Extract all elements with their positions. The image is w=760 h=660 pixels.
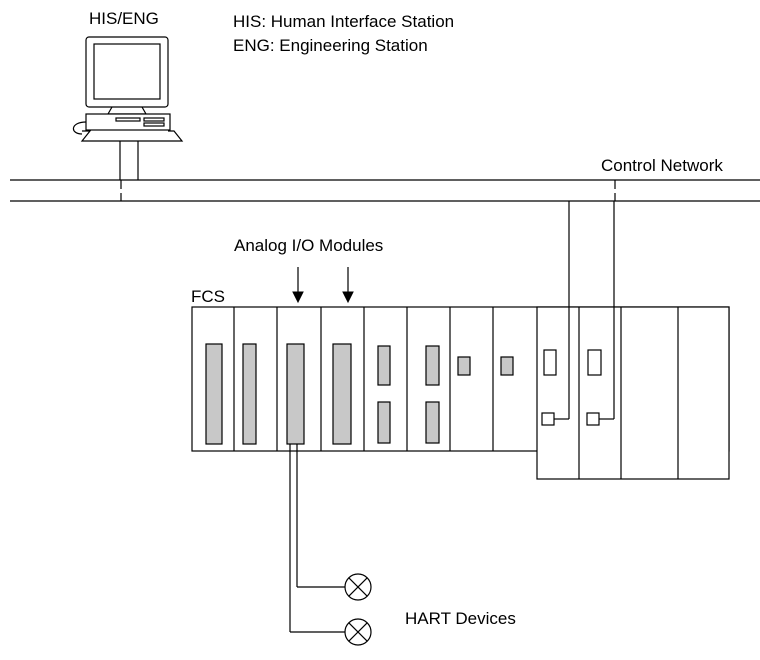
- fcs-network-drops: [554, 201, 615, 420]
- hart-wiring: [289, 444, 345, 633]
- analog-io-arrows: [292, 267, 354, 304]
- hart-device-icon: [344, 573, 372, 601]
- fcs-rack: [191, 306, 730, 480]
- hart-devices-label: HART Devices: [405, 609, 516, 628]
- workstation-icon: [72, 36, 184, 180]
- fcs-label: FCS: [191, 287, 225, 306]
- hart-device-icon: [344, 618, 372, 646]
- legend-his-text: HIS: Human Interface Station: [233, 12, 454, 31]
- control-network-label: Control Network: [601, 156, 723, 175]
- module-slots: [205, 343, 602, 445]
- his-eng-label: HIS/ENG: [89, 9, 159, 28]
- analog-io-modules-label: Analog I/O Modules: [234, 236, 383, 255]
- control-network-bus: [10, 179, 760, 202]
- legend-eng-text: ENG: Engineering Station: [233, 36, 428, 55]
